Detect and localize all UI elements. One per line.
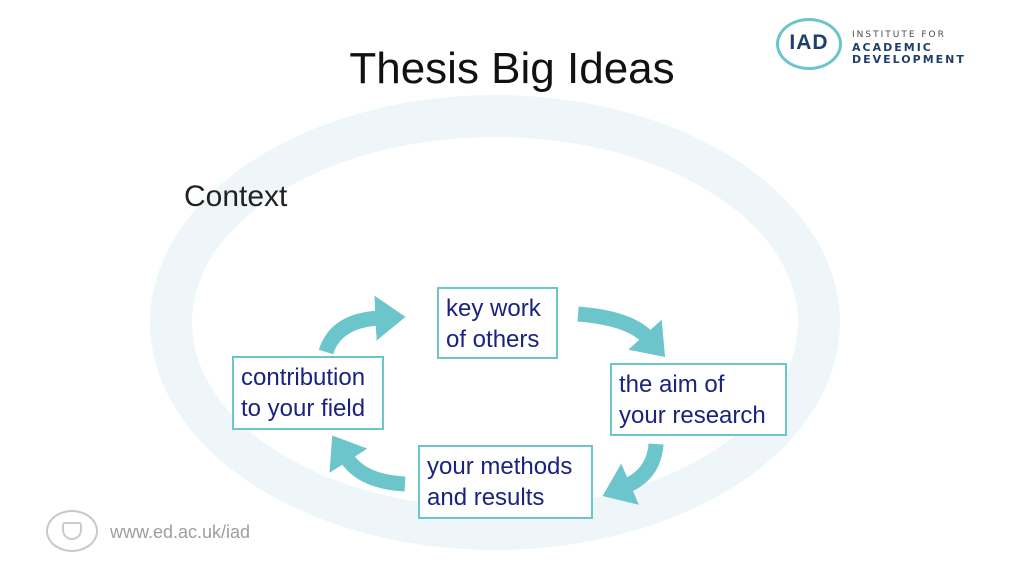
slide-title: Thesis Big Ideas: [349, 44, 675, 93]
logo-line3: DEVELOPMENT: [852, 53, 966, 66]
node-contribution: contribution to your field: [232, 356, 384, 430]
node-contribution-line1: contribution: [241, 364, 366, 391]
crest-shield-icon: [62, 522, 82, 540]
node-contribution-line2: to your field: [241, 395, 366, 422]
node-methods: your methods and results: [418, 445, 593, 519]
logo-line1: INSTITUTE FOR: [852, 30, 946, 40]
node-methods-line2: and results: [427, 484, 545, 511]
iad-logo: IAD INSTITUTE FOR ACADEMIC DEVELOPMENT: [776, 18, 976, 74]
university-crest-icon: [46, 510, 98, 552]
node-aim-line1: the aim of: [619, 371, 725, 398]
node-aim: the aim of your research: [610, 363, 787, 436]
footer-url: www.ed.ac.uk/iad: [110, 522, 251, 542]
arrow-contribution-to-key: [318, 295, 406, 355]
arrow-key-to-aim: [577, 306, 666, 357]
logo-abbr: IAD: [789, 31, 829, 54]
node-methods-line1: your methods: [427, 453, 573, 480]
logo-line2: ACADEMIC: [852, 41, 933, 54]
context-label: Context: [184, 180, 288, 213]
node-key-work: key work of others: [437, 287, 558, 359]
arrow-aim-to-methods: [602, 443, 664, 505]
logo-ring-icon: [776, 18, 842, 70]
node-key-work-line1: key work: [446, 295, 541, 322]
arrow-methods-to-contribution: [329, 435, 406, 492]
node-aim-line2: your research: [619, 402, 766, 429]
node-key-work-line2: of others: [446, 326, 540, 353]
